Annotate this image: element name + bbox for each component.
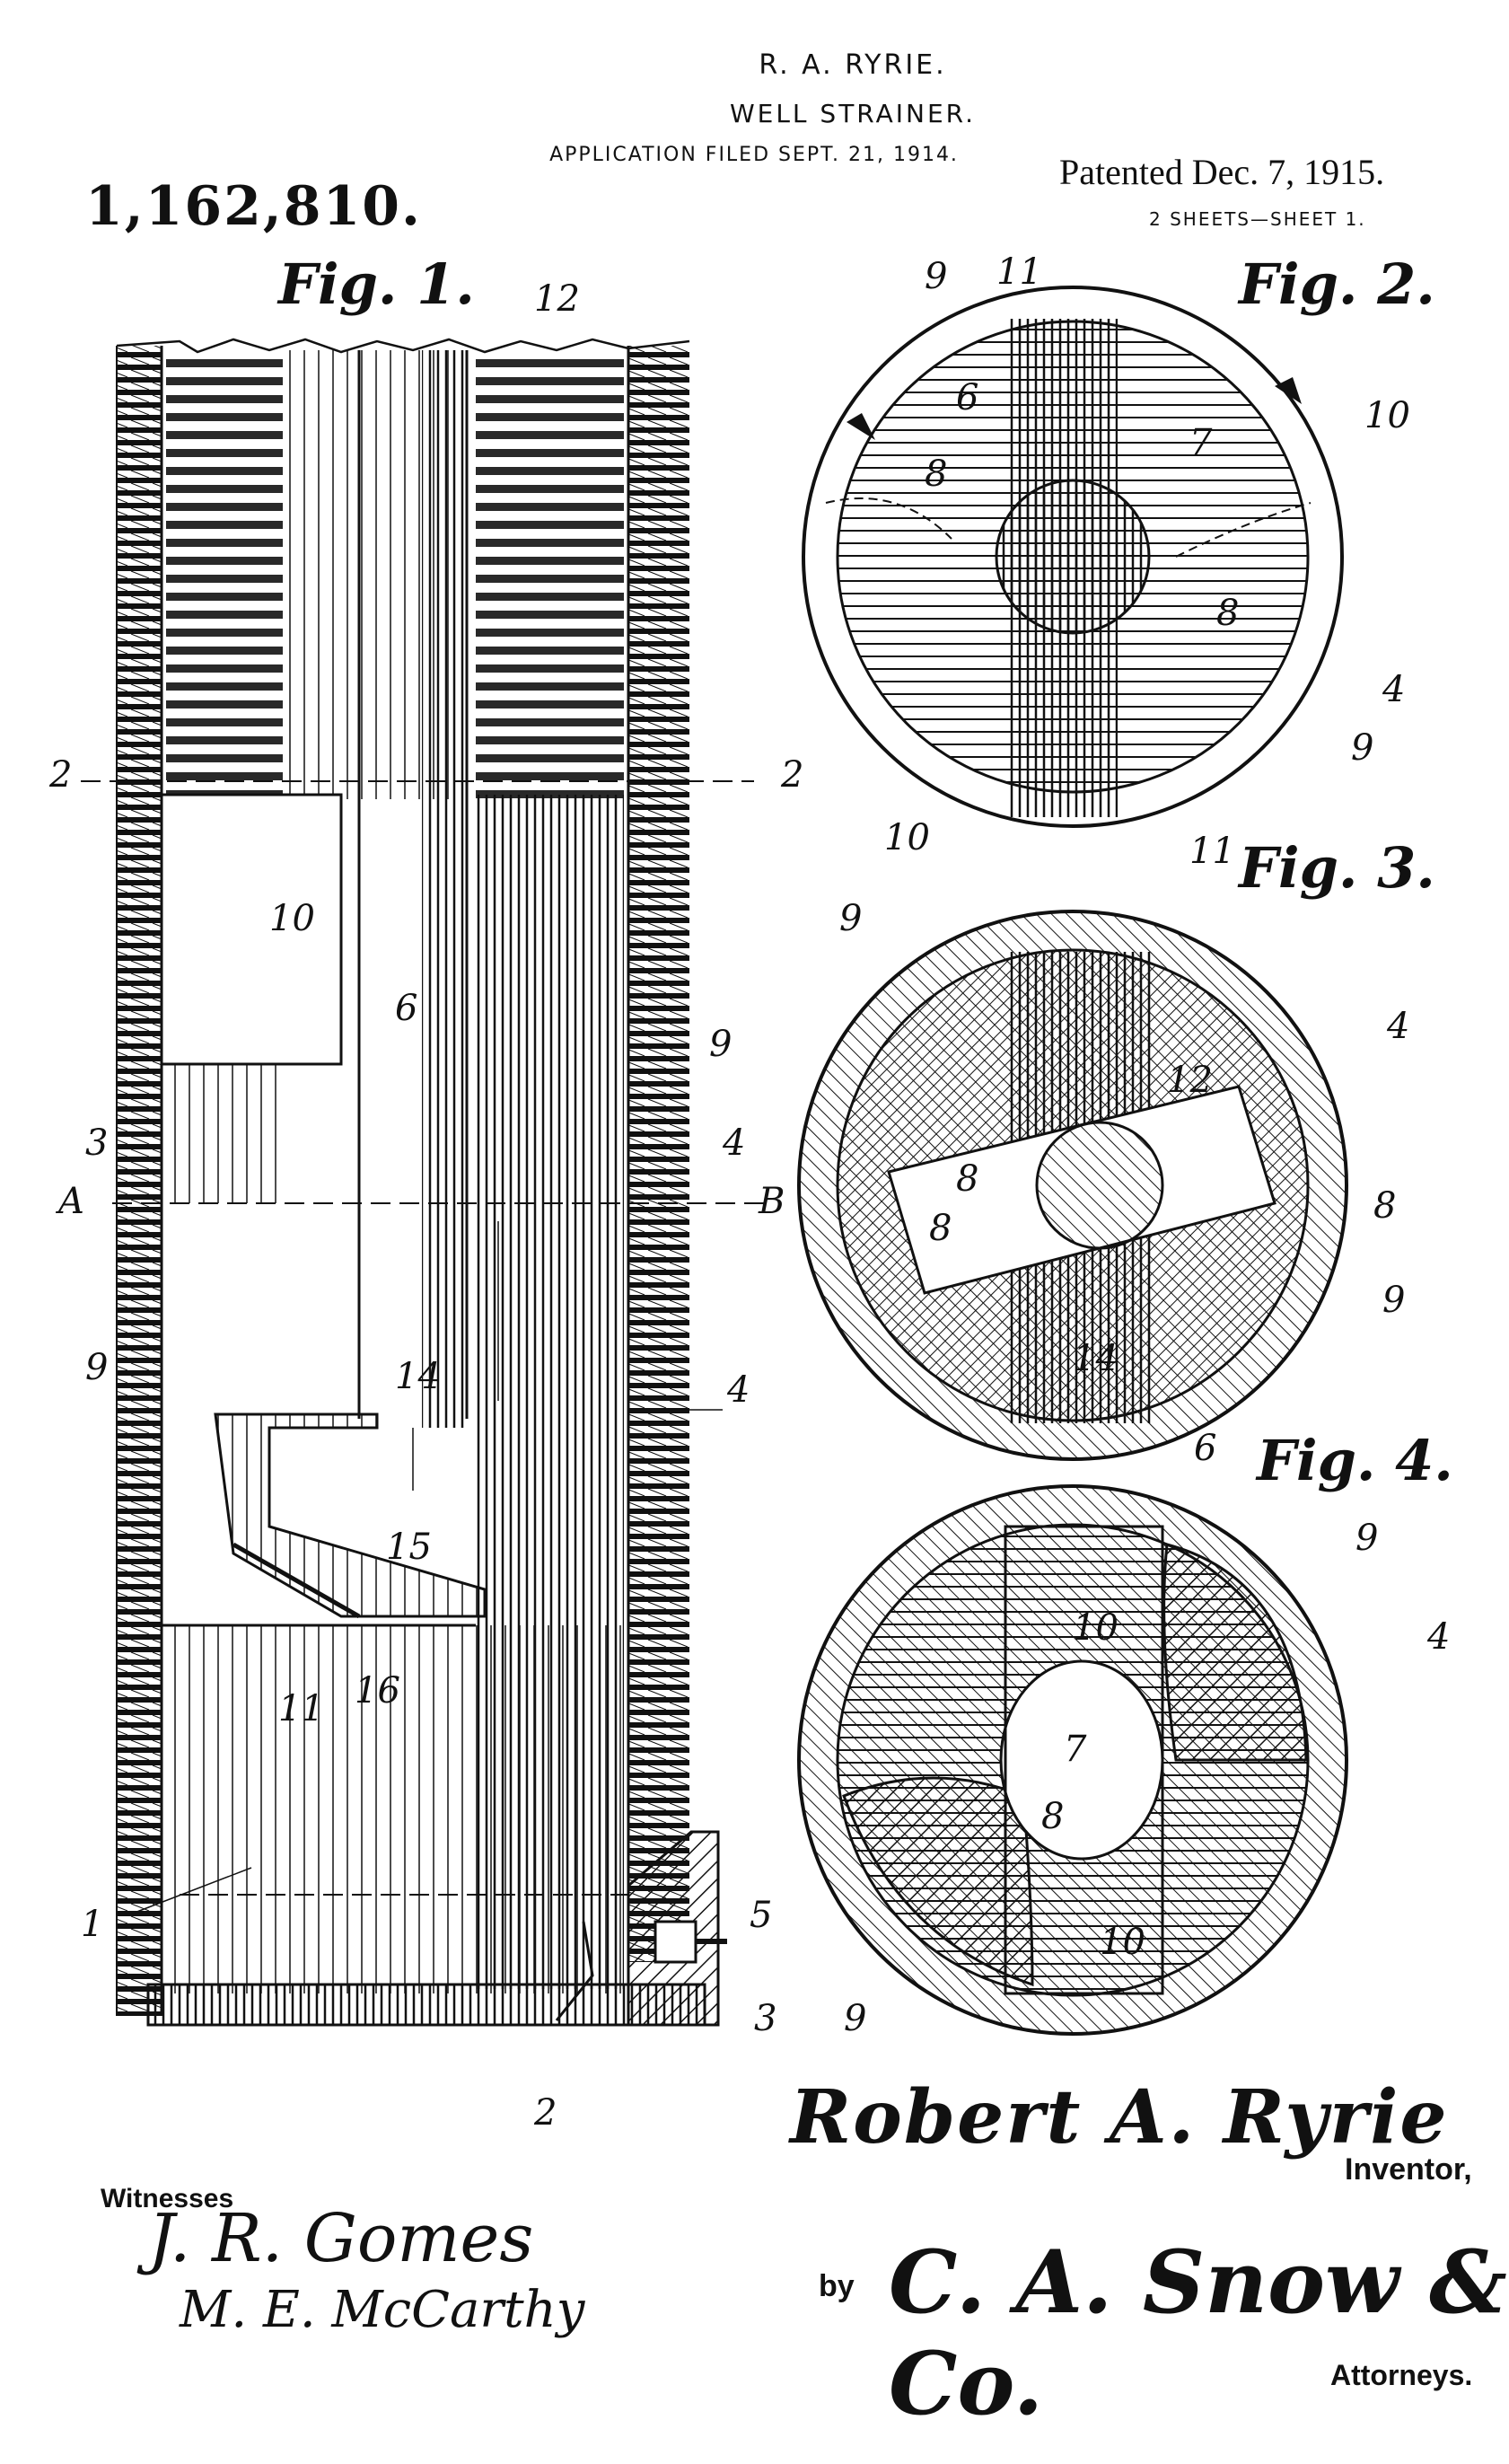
inventor-signature: Robert A. Ryrie — [790, 2074, 1449, 2160]
fig4-ref-8: 8 — [1041, 1796, 1065, 1837]
fig4-ref-10-bottom: 10 — [1100, 1922, 1145, 1963]
fig3-ref-14: 14 — [1073, 1338, 1119, 1379]
attorneys-label: Attorneys. — [1330, 2359, 1473, 2391]
fig2-ref-4: 4 — [1382, 669, 1406, 710]
fig1-ref-14: 14 — [395, 1356, 441, 1397]
fig2-ref-10-bottom: 10 — [884, 817, 930, 858]
fig3-ref-8-left: 8 — [956, 1158, 979, 1200]
fig1-ref-12: 12 — [534, 278, 580, 320]
inventor-label: Inventor, — [1345, 2152, 1472, 2187]
fig4-ref-9-bottom: 9 — [844, 1998, 867, 2039]
fig2-ref-9-bottom: 9 — [1351, 727, 1374, 769]
fig1-ref-2-bottom: 2 — [534, 2092, 557, 2134]
witness-signature-1: J. R. Gomes — [148, 2200, 534, 2277]
fig2-ref-8-left: 8 — [925, 453, 948, 495]
fig2-ref-7: 7 — [1189, 422, 1213, 463]
fig4-label: Fig. 4. — [1257, 1428, 1453, 1493]
fig2-ref-11: 11 — [996, 251, 1042, 293]
fig2-ref-6: 6 — [956, 377, 979, 418]
fig1-drawing — [81, 338, 772, 2027]
fig3-label: Fig. 3. — [1239, 835, 1435, 901]
fig1-ref-9-left: 9 — [85, 1347, 109, 1388]
fig1-left-wall — [117, 346, 162, 2016]
fig3-ref-8-inner: 8 — [929, 1208, 952, 1249]
fig4-ref-6: 6 — [1194, 1428, 1217, 1469]
fig3-ref-12: 12 — [1167, 1060, 1213, 1101]
fig1-base — [146, 1983, 706, 2027]
fig3-ref-9-right: 9 — [1382, 1280, 1406, 1321]
fig1-ref-4: 4 — [723, 1122, 746, 1164]
fig1-ref-A: A — [58, 1181, 84, 1222]
fig1-ref-3-lower: 3 — [754, 1998, 777, 2039]
fig1-ref-16: 16 — [355, 1670, 400, 1712]
inventor-name: R. A. RYRIE. — [759, 49, 947, 81]
fig1-ref-6: 6 — [395, 988, 418, 1029]
fig1-right-wall — [628, 346, 689, 1962]
fig4-drawing — [797, 1484, 1348, 2036]
sheet-count: 2 SHEETS—SHEET 1. — [1149, 208, 1366, 230]
fig1-ref-3: 3 — [85, 1122, 109, 1164]
fig3-drawing — [797, 910, 1348, 1461]
fig2-ref-8-right: 8 — [1216, 593, 1240, 634]
fig1-ref-11: 11 — [278, 1688, 324, 1729]
fig2-ref-9-top: 9 — [925, 256, 948, 297]
fig2-drawing — [802, 286, 1344, 828]
fig1-block-10 — [160, 793, 343, 1066]
fig3-ref-9-top: 9 — [839, 898, 863, 939]
fig1-ref-10: 10 — [269, 898, 315, 939]
filing-date: APPLICATION FILED SEPT. 21, 1914. — [549, 144, 959, 166]
attorney-signature: C. A. Snow & Co. — [889, 2231, 1507, 2434]
fig2-ref-10-right: 10 — [1364, 395, 1410, 436]
patented-date: Patented Dec. 7, 1915. — [1059, 152, 1385, 192]
fig3-ref-4: 4 — [1387, 1006, 1410, 1047]
fig4-ref-9-top: 9 — [1355, 1518, 1379, 1559]
fig3-ref-8-right: 8 — [1373, 1185, 1397, 1227]
fig1-wedge — [214, 1412, 487, 1618]
fig1-ref-1: 1 — [81, 1904, 104, 1945]
fig1-ref-5: 5 — [750, 1895, 773, 1936]
fig4-ref-7: 7 — [1064, 1729, 1087, 1770]
patent-number: 1,162,810. — [85, 175, 422, 238]
fig1-ref-2-right: 2 — [781, 754, 804, 796]
witnesses-label: Witnesses — [101, 2184, 234, 2213]
fig1-label: Fig. 1. — [278, 251, 475, 317]
fig4-ref-10-top: 10 — [1073, 1607, 1119, 1649]
fig1-ref-9-right: 9 — [709, 1024, 733, 1065]
fig1-ref-2-left: 2 — [49, 754, 73, 796]
witness-signature-2: M. E. McCarthy — [180, 2281, 585, 2339]
fig3-ref-11: 11 — [1189, 831, 1235, 872]
fig4-ref-4: 4 — [1427, 1616, 1451, 1658]
by-label: by — [819, 2269, 855, 2303]
fig1-ref-4-lower: 4 — [727, 1369, 750, 1411]
fig1-ref-15: 15 — [386, 1527, 432, 1568]
fig1-ref-B: B — [759, 1181, 785, 1222]
fig2-label: Fig. 2. — [1239, 251, 1435, 317]
patent-title: WELL STRAINER. — [729, 99, 977, 128]
